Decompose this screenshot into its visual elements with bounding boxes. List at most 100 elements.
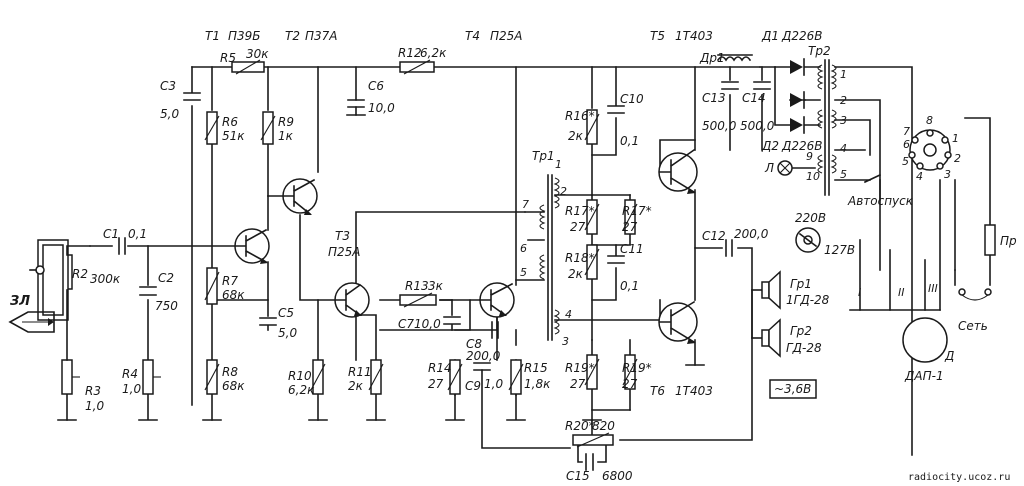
socket-pin-6: 6 <box>903 138 910 151</box>
label-mains: Сеть <box>958 319 988 333</box>
label-r11-val: 2к <box>348 379 364 393</box>
label-t5-type: 1Т403 <box>675 29 713 43</box>
socket-pin-7: 7 <box>903 125 910 138</box>
pickup-icon <box>8 239 91 421</box>
label-r16-val: 2к <box>568 129 584 143</box>
label-d1-type: Д226В <box>781 29 823 43</box>
tr1-pin-3: 3 <box>562 335 569 348</box>
label-c11-val: 0,1 <box>620 279 639 293</box>
label-r8: R8 <box>222 365 238 379</box>
label-r10-val: 6,2к <box>288 383 315 397</box>
label-r3-val: 1,0 <box>85 399 104 413</box>
diode-d1 <box>790 58 805 76</box>
label-c14: C14 <box>742 91 766 105</box>
transistor-t1 <box>234 228 270 264</box>
label-r15-val: 1,8к <box>524 377 551 391</box>
label-t6: T6 <box>650 384 665 398</box>
capacitor-c15 <box>585 453 594 471</box>
label-t5: T5 <box>650 29 665 43</box>
label-c3-val: 5,0 <box>160 107 179 121</box>
label-lamp: Л <box>764 161 774 175</box>
label-d1: Д1 <box>761 29 779 43</box>
label-127: 127В <box>824 243 855 257</box>
label-c10: C10 <box>620 92 644 106</box>
label-t3: T3 <box>335 229 350 243</box>
capacitor-c14 <box>753 81 771 90</box>
label-autostop: Автоспуск <box>847 194 914 208</box>
label-motor: Д <box>944 349 954 363</box>
labels: T1 П39Б T2 П37А T3 П25А T4 П25А T5 1Т403… <box>10 29 1017 483</box>
resistors <box>61 59 638 448</box>
label-220: 220В <box>795 211 826 225</box>
capacitor-c6 <box>347 99 365 108</box>
label-r9-val: 1к <box>278 129 294 143</box>
lamp-icon <box>777 160 793 176</box>
label-r4: R4 <box>122 367 138 381</box>
label-r13-val: 3к <box>428 279 444 293</box>
fuse-icon <box>984 224 996 256</box>
label-r17a-val: 27 <box>570 220 586 234</box>
watermark: radiocity.ucoz.ru <box>908 472 1010 483</box>
capacitor-c10 <box>607 105 625 114</box>
label-c6-val: 10,0 <box>368 101 395 115</box>
label-c12-val: 200,0 <box>734 227 769 241</box>
choke-dr1 <box>716 56 752 62</box>
label-r14: R14 <box>428 361 452 375</box>
label-r13: R13 <box>405 279 429 293</box>
tr2-pin-1: 1 <box>840 68 847 81</box>
label-t1: T1 <box>205 29 220 43</box>
label-r9: R9 <box>278 115 294 129</box>
tr1-pin-6: 6 <box>520 242 527 255</box>
label-t4: T4 <box>465 29 480 43</box>
label-choke: Др1 <box>699 51 725 65</box>
capacitor-c1 <box>118 237 126 255</box>
label-tr1: Тр1 <box>532 149 555 163</box>
power-supply <box>716 54 996 363</box>
label-r19b-val: 27 <box>622 377 638 391</box>
grounds <box>57 114 705 421</box>
tr1-pin-7: 7 <box>522 198 529 211</box>
label-fuse: Пр <box>1000 234 1017 248</box>
label-r10: R10 <box>288 369 312 383</box>
transistor-t3 <box>334 282 370 318</box>
tr2-pin-3: 3 <box>840 114 847 127</box>
capacitor-c12 <box>725 239 733 257</box>
label-c7: C7 <box>398 317 414 331</box>
label-r20-val: 820 <box>592 419 615 433</box>
label-c7-val: 10,0 <box>414 317 441 331</box>
label-r18-val: 2к <box>568 267 584 281</box>
capacitor-c3 <box>183 92 201 101</box>
tr2-winding-i: I <box>858 286 861 299</box>
label-r6: R6 <box>222 115 238 129</box>
motor-icon <box>902 317 948 363</box>
diode-d2 <box>790 116 805 134</box>
ac-out-box <box>769 379 817 399</box>
label-r11: R11 <box>348 365 372 379</box>
label-c3: C3 <box>160 79 176 93</box>
label-r19a: R19* <box>565 361 595 375</box>
speakers <box>761 270 781 358</box>
socket-pin-3: 3 <box>944 168 951 181</box>
capacitor-c8 <box>491 321 499 339</box>
label-ac-out: ~3,6В <box>774 382 811 396</box>
label-c1: C1 <box>103 227 119 241</box>
tr1-pin-1: 1 <box>555 158 562 171</box>
tr1-pin-5: 5 <box>520 266 527 279</box>
label-r3: R3 <box>85 384 101 398</box>
socket-pin-5: 5 <box>902 155 909 168</box>
label-gr1: Гр1 <box>790 277 812 291</box>
octal-socket-icon <box>908 129 952 171</box>
label-r19a-val: 27 <box>570 377 586 391</box>
label-r6-val: 51к <box>222 129 245 143</box>
label-c8-val: 200,0 <box>466 349 501 363</box>
label-r2: R2 <box>72 267 88 281</box>
label-t1-type: П39Б <box>228 29 261 43</box>
tr2-winding-ii: II <box>898 286 905 299</box>
label-r12-val: 6,2к <box>420 46 447 60</box>
label-c12: C12 <box>702 229 726 243</box>
label-r17b-val: 27 <box>622 220 638 234</box>
label-c14-val: 500,0 <box>740 119 775 133</box>
diode-extra <box>790 91 805 109</box>
label-r14-val: 27 <box>428 377 444 391</box>
